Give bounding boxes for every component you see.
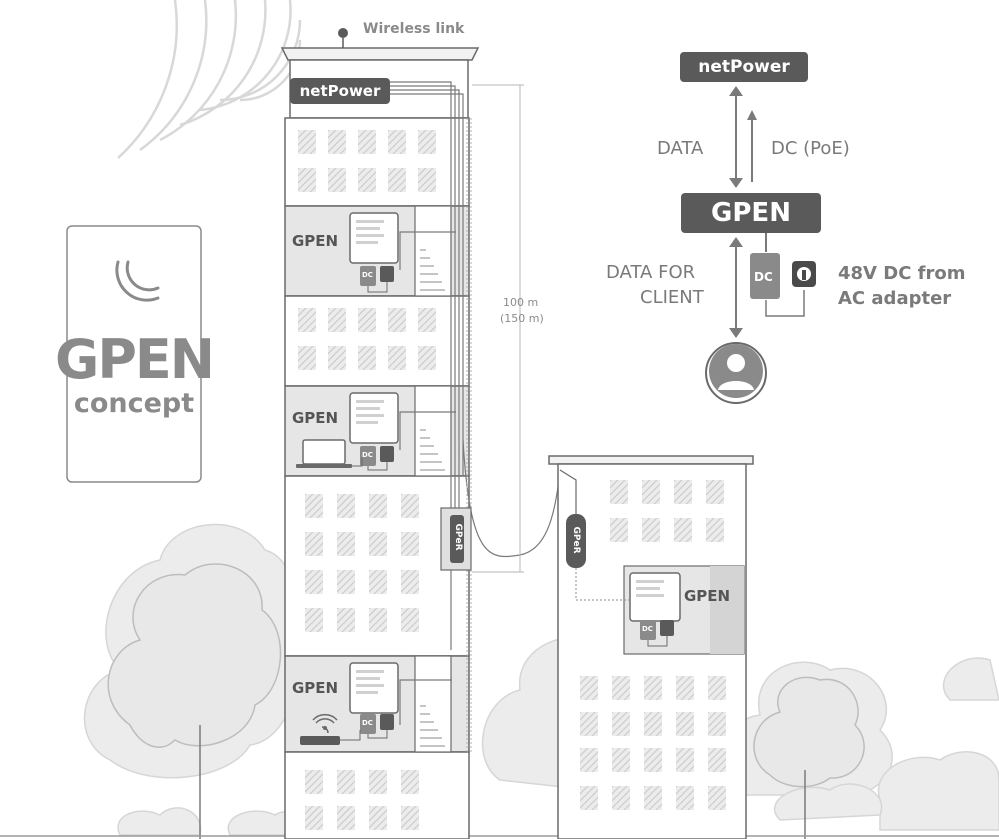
dc-label-floor-3: DC (362, 719, 373, 727)
dc-label-floor-1: DC (362, 271, 373, 279)
gpen-label-floor-2: GPEN (292, 409, 339, 427)
dc-adapter-icon (750, 253, 780, 299)
wireless-link-label: Wireless link (363, 21, 465, 37)
gpen-label-floor-3: GPEN (292, 679, 339, 697)
user-avatar-icon (705, 342, 767, 404)
distance-label-line-2: (150 m) (500, 312, 544, 325)
legend-data-label: DATA (657, 138, 704, 159)
gper-label-main: GPeR (453, 523, 463, 551)
gpen-label-floor-1: GPEN (292, 232, 339, 250)
legend-data-for-client-line-2: CLIENT (640, 287, 704, 308)
netpower-badge: netPower (290, 78, 390, 104)
gper-device-main (440, 507, 472, 571)
concept-subtitle: concept (73, 388, 195, 419)
gper-label-building-2: GPeR (571, 526, 581, 554)
gpen-device-floor-3 (349, 662, 399, 739)
legend-dc-poe-label: DC (PoE) (771, 138, 850, 159)
router-wifi-icon (300, 713, 361, 745)
gpen-label-building-2: GPEN (684, 587, 731, 605)
second-building (548, 455, 754, 839)
legend-power-line-1: 48V DC from (838, 263, 966, 284)
dc-label-building-2: DC (642, 625, 653, 633)
distance-marker (472, 84, 524, 573)
legend-arrows (729, 86, 805, 338)
legend-data-for-client-line-1: DATA FOR (606, 262, 696, 283)
legend-netpower-badge: netPower (680, 52, 808, 82)
dc-label-floor-2: DC (362, 451, 373, 459)
legend-dc-label: DC (754, 270, 773, 284)
gpen-device-floor-1 (349, 212, 399, 293)
gpen-device-floor-2 (349, 392, 399, 471)
tree-foreground (107, 563, 865, 788)
mikrotik-logo-icon (115, 260, 160, 302)
concept-title: GPEN (55, 328, 215, 391)
legend-power-line-2: AC adapter (838, 288, 952, 309)
concept-card (66, 225, 202, 483)
legend-gpen-badge: GPEN (681, 193, 821, 233)
power-plug-icon (792, 261, 816, 287)
wireless-signal-icon (117, 0, 302, 159)
distance-label-line-1: 100 m (503, 296, 539, 309)
laptop-icon (296, 439, 363, 468)
